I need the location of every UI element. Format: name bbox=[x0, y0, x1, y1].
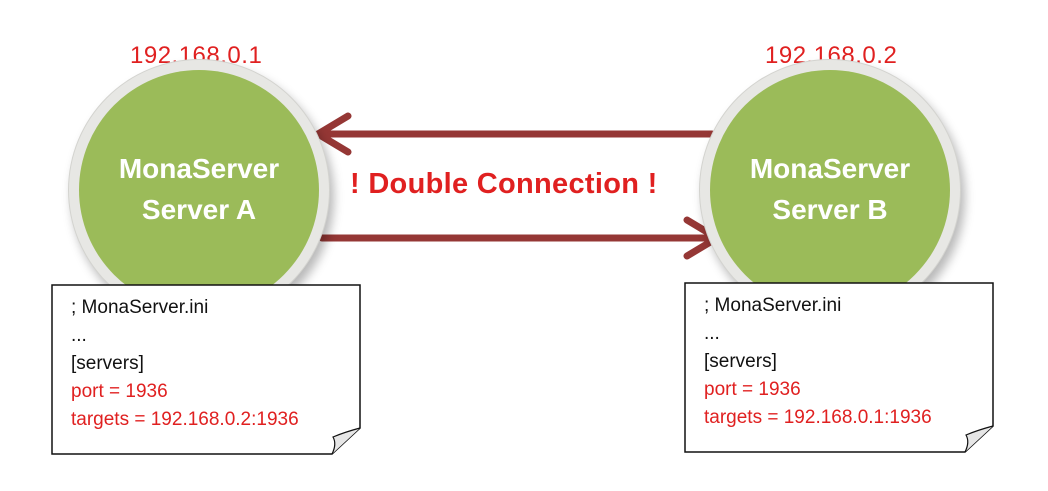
server-a-config-note: ; MonaServer.ini ... [servers] port = 19… bbox=[51, 284, 361, 456]
config-ellipsis-line: ... bbox=[71, 325, 87, 346]
server-a-label: Server A bbox=[141, 194, 257, 225]
config-section-line: [servers] bbox=[704, 351, 777, 372]
server-b-node: MonaServer Server B bbox=[710, 70, 950, 310]
config-targets-line: targets = 192.168.0.1:1936 bbox=[704, 407, 932, 428]
config-ellipsis-line: ... bbox=[704, 323, 720, 344]
server-b-config-note: ; MonaServer.ini ... [servers] port = 19… bbox=[684, 282, 994, 454]
config-comment-line: ; MonaServer.ini bbox=[704, 295, 842, 316]
server-a-name: MonaServer bbox=[118, 153, 280, 185]
config-port-line: port = 1936 bbox=[71, 381, 168, 402]
server-a-ip-label: 192.168.0.1 bbox=[130, 42, 263, 69]
note-page-shape bbox=[51, 284, 361, 455]
config-targets-line: targets = 192.168.0.2:1936 bbox=[71, 409, 299, 430]
note-page-shape bbox=[684, 282, 994, 453]
server-b-name: MonaServer bbox=[749, 153, 911, 185]
arrow-a-to-b bbox=[318, 216, 721, 260]
arrow-b-to-a bbox=[314, 112, 716, 156]
server-b-ip-label: 192.168.0.2 bbox=[765, 42, 898, 69]
config-comment-line: ; MonaServer.ini bbox=[71, 297, 209, 318]
double-connection-warning: ! Double Connection ! bbox=[350, 168, 658, 200]
config-port-line: port = 1936 bbox=[704, 379, 801, 400]
config-section-line: [servers] bbox=[71, 353, 144, 374]
server-b-label: Server B bbox=[772, 194, 888, 225]
server-a-node: MonaServer Server A bbox=[79, 70, 319, 310]
